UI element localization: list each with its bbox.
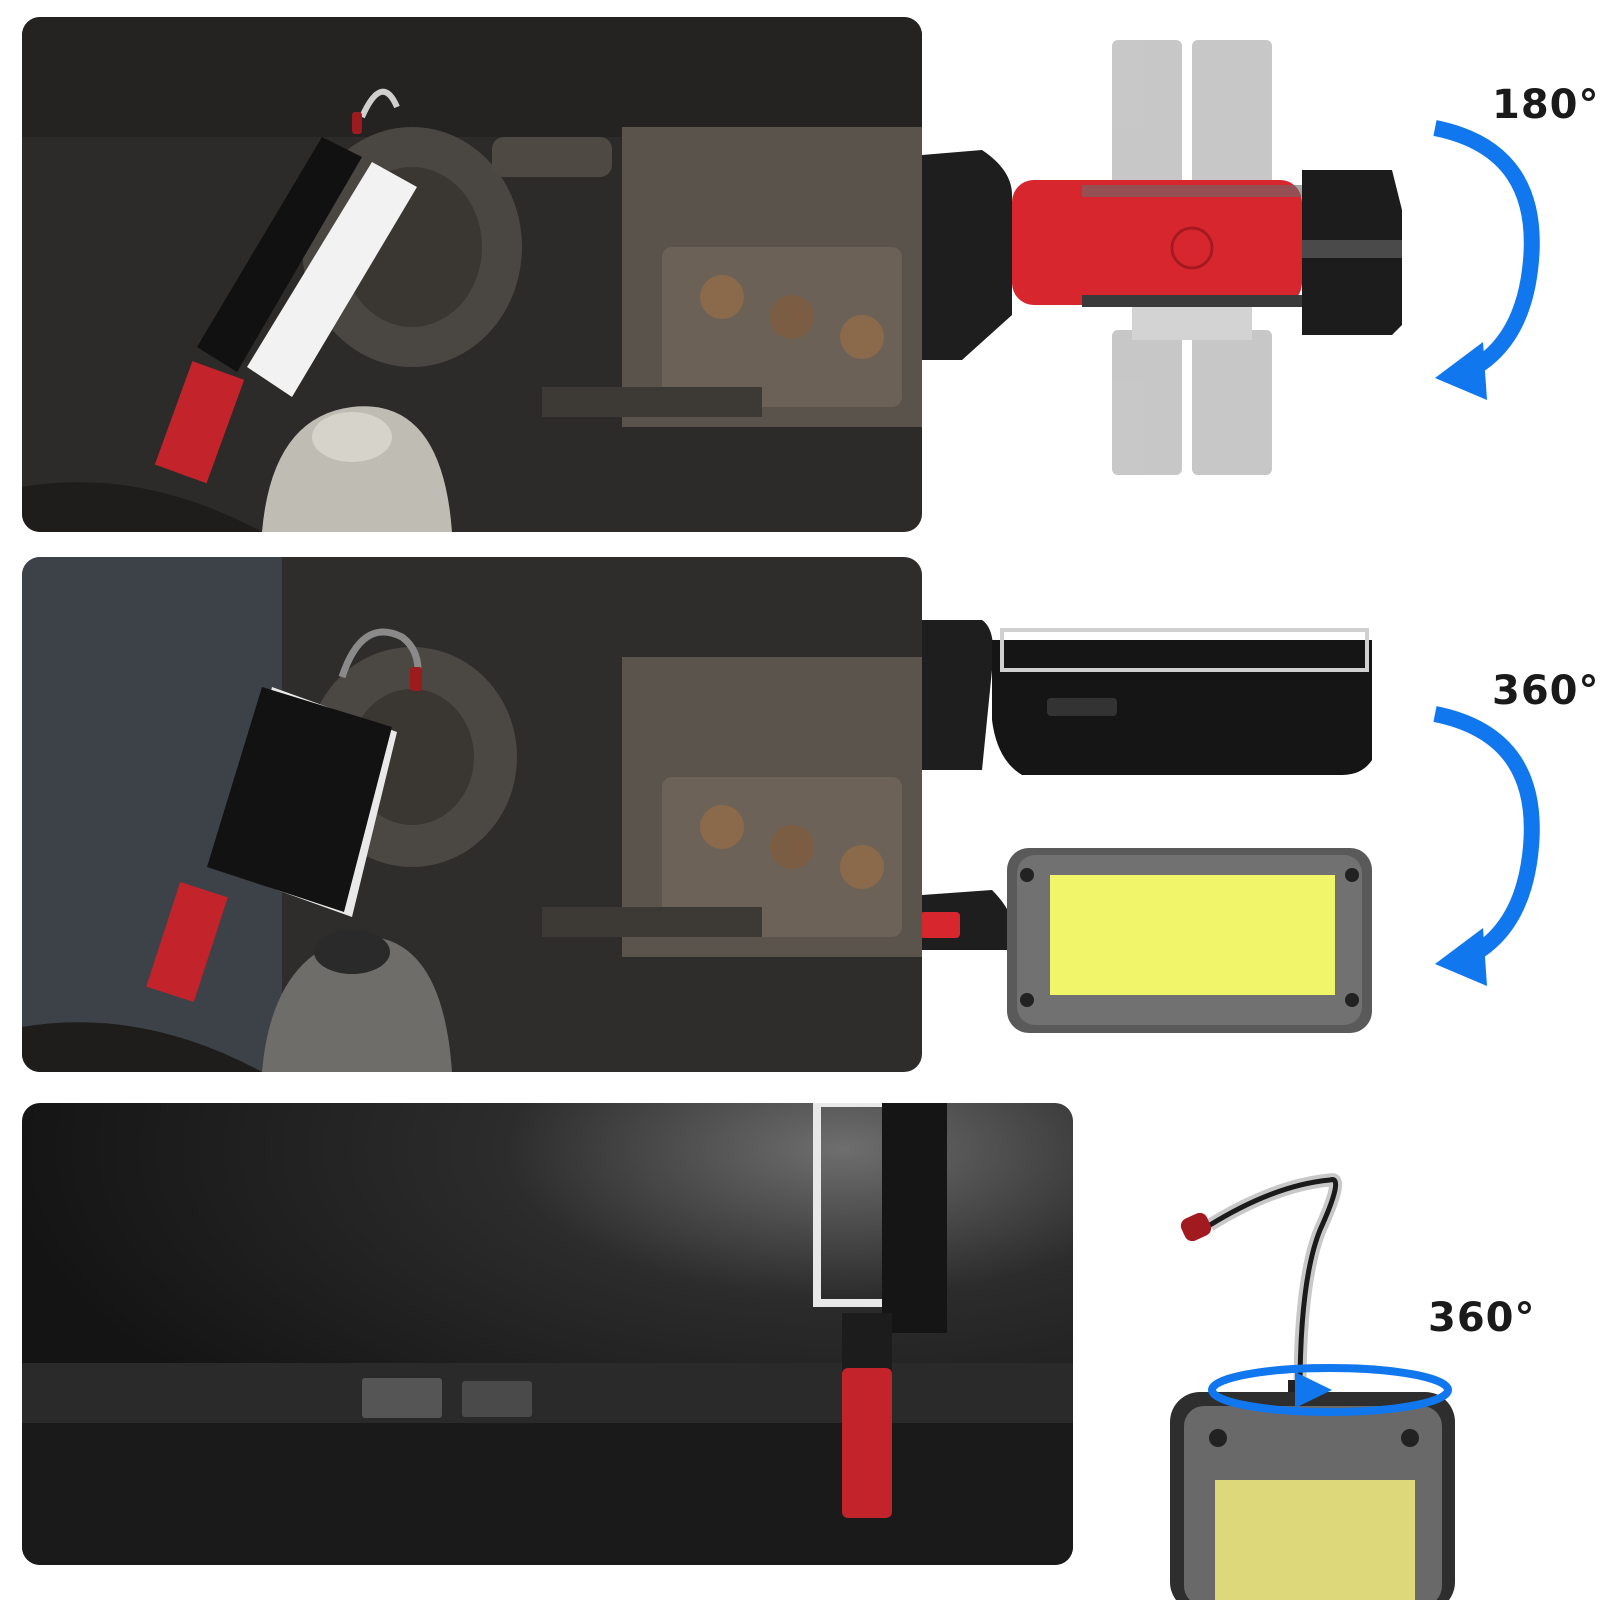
rotation-angle-360-label: 360° [1492,668,1600,714]
underside-scene [22,1103,1073,1565]
hook-rotation-graphic [1170,1160,1490,1600]
rotating-hook-illustration [1170,1173,1455,1600]
engine-photo-hook-hanging [22,557,922,1072]
rotating-head-illustration [922,40,1402,475]
rotation-angle-180-label: 180° [1492,82,1600,128]
rotation-arrow-360-body [1425,706,1575,991]
curved-arrow-icon [1433,120,1540,400]
engine-photo-hanging-light [22,17,922,532]
rotation-arrow-180 [1425,120,1575,405]
rotation-arrow-360-hook [1200,1350,1460,1430]
hanging-work-light [154,88,417,484]
light-body-rotation-graphic [922,620,1422,1065]
engine-scene-2 [22,557,922,1072]
rotation-angle-360-hook-label: 360° [1428,1295,1536,1341]
rotating-body-illustration [922,620,1372,1033]
curved-arrow-icon [1433,706,1540,986]
underside-photo-lit [22,1103,1073,1565]
light-head-rotation-graphic [922,30,1442,490]
hook-hanging-work-light [146,628,422,1003]
circular-arrow-icon [1208,1364,1452,1416]
upright-work-light [813,1103,947,1518]
engine-scene-1 [22,17,922,532]
